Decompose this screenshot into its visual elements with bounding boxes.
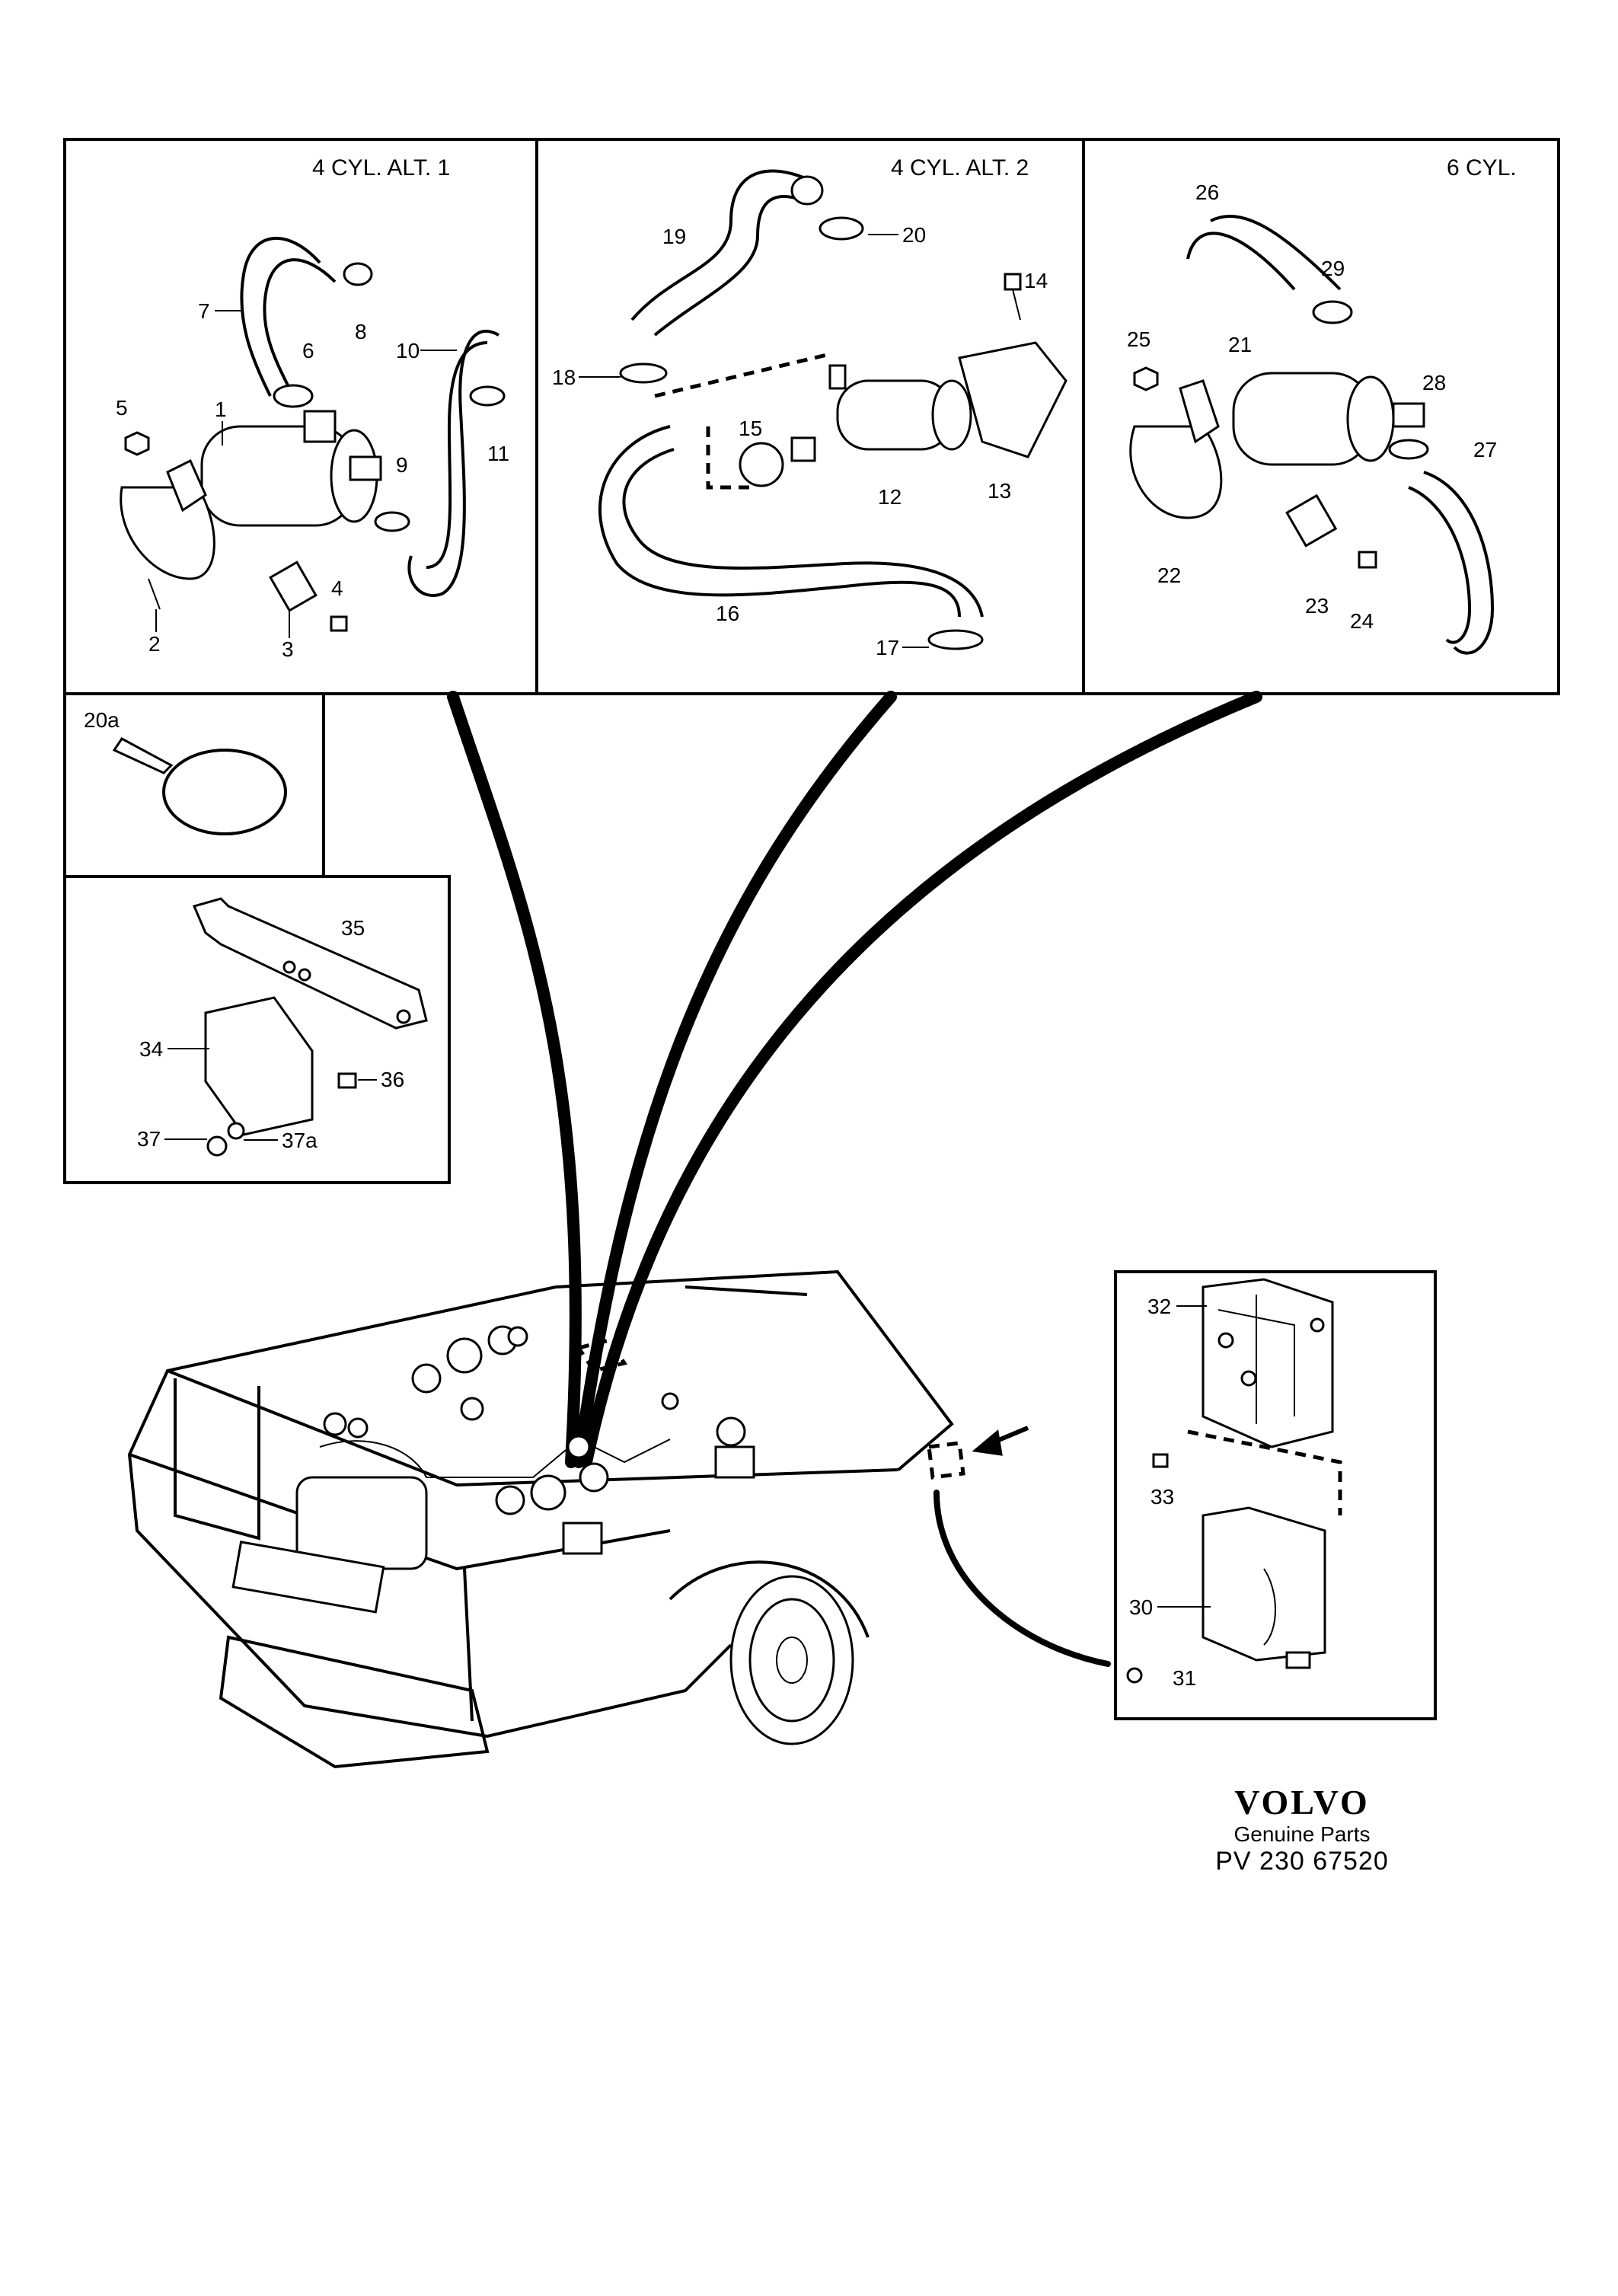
leader-line-6cyl [580, 691, 1262, 1468]
callout-6: 6 [302, 339, 314, 362]
callout-29: 29 [1321, 257, 1345, 280]
callout-17: 17 [876, 636, 899, 659]
callout-10: 10 [396, 339, 420, 362]
callout-23: 23 [1305, 594, 1329, 618]
brand-subtitle: Genuine Parts [1233, 1822, 1371, 1846]
callout-19: 19 [662, 225, 686, 248]
panel-title-alt2: 4 CYL. ALT. 2 [891, 155, 1029, 180]
callout-35: 35 [341, 916, 365, 940]
volvo-logo: VOLVO [1234, 1783, 1370, 1822]
callout-33: 33 [1150, 1485, 1174, 1509]
panel-relay [1114, 1270, 1437, 1720]
callout-labels: 1 2 3 4 5 6 7 8 9 10 11 12 13 14 15 16 1… [84, 180, 1497, 1690]
callout-28: 28 [1422, 371, 1446, 394]
relay-parts [927, 1278, 1342, 1684]
callout-34: 34 [139, 1037, 163, 1061]
callout-27: 27 [1473, 438, 1497, 461]
panel-title-alt1: 4 CYL. ALT. 1 [312, 155, 450, 180]
callout-16: 16 [716, 602, 739, 625]
callout-18: 18 [552, 366, 576, 389]
6cyl-parts [1129, 215, 1495, 655]
callout-37: 37 [137, 1127, 161, 1151]
callout-25: 25 [1127, 327, 1150, 351]
callout-1: 1 [215, 398, 227, 421]
callout-36: 36 [381, 1068, 404, 1091]
callout-37a: 37a [282, 1129, 318, 1152]
callout-5: 5 [116, 396, 128, 420]
callout-13: 13 [988, 479, 1011, 503]
callout-11: 11 [487, 442, 509, 465]
leader-line-alt2 [573, 691, 897, 1468]
callout-8: 8 [355, 320, 367, 343]
callout-9: 9 [396, 453, 408, 477]
part-number: PV 230 67520 [1215, 1847, 1389, 1876]
callout-32: 32 [1147, 1295, 1171, 1318]
callout-7: 7 [198, 299, 210, 323]
alt2-parts [598, 169, 1067, 650]
brand-block: VOLVO Genuine Parts PV 230 67520 [1188, 1782, 1416, 1876]
callout-20: 20 [902, 223, 926, 247]
callout-14: 14 [1024, 269, 1048, 292]
callout-26: 26 [1195, 180, 1219, 204]
panel-4cyl-alt1 [63, 138, 1560, 695]
callout-22: 22 [1157, 564, 1181, 587]
panel-control-unit [63, 875, 451, 1184]
clamp-20a [112, 737, 287, 835]
callout-31: 31 [1173, 1666, 1196, 1690]
panel-title-6cyl: 6 CYL. [1447, 155, 1517, 180]
car-illustration [127, 1269, 954, 1769]
callout-4: 4 [331, 576, 343, 600]
leader-line-alt1 [447, 691, 582, 1468]
callout-24: 24 [1350, 609, 1374, 633]
callout-3: 3 [282, 637, 294, 661]
control-unit-parts [192, 897, 428, 1157]
callout-30: 30 [1129, 1595, 1153, 1619]
callout-2: 2 [148, 632, 161, 656]
callout-12: 12 [878, 485, 902, 509]
callout-20a: 20a [84, 708, 120, 732]
alt1-parts [120, 237, 506, 632]
callout-15: 15 [739, 417, 762, 440]
callout-21: 21 [1228, 333, 1252, 356]
